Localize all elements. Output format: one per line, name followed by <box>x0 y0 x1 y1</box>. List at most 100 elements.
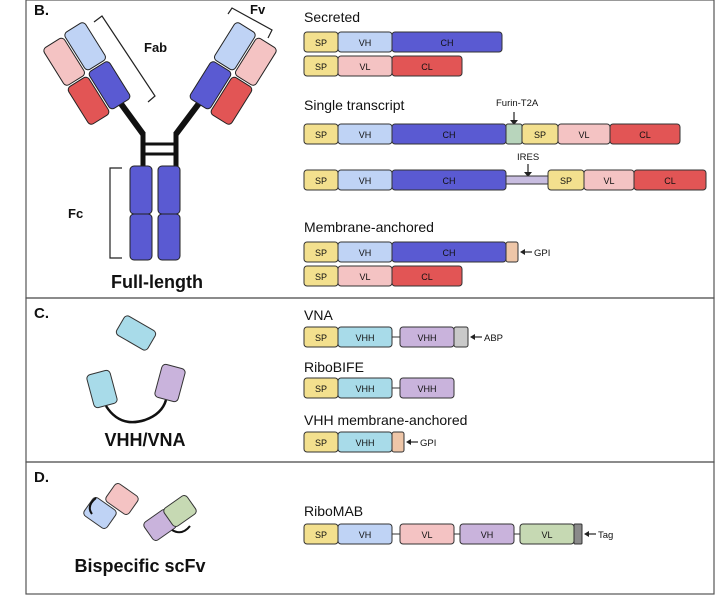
secreted-light-construct <box>303 55 463 77</box>
sp-text: SP <box>315 438 327 448</box>
gpi-label: GPI <box>534 248 550 259</box>
panel-frames <box>25 0 715 595</box>
vhh-membrane-construct <box>303 431 405 453</box>
fc-bracket <box>109 167 122 259</box>
vhh-text-2: VHH <box>417 333 436 343</box>
gpi-domain <box>391 431 405 453</box>
gpi-arrowhead <box>406 439 411 445</box>
left-vh <box>64 22 106 71</box>
sp-text: SP <box>315 248 327 258</box>
gpi-domain <box>505 241 519 263</box>
fc-right-lower <box>157 213 181 261</box>
cl-text: CL <box>421 62 433 72</box>
vl-text-2: VL <box>541 530 552 540</box>
furin-label: Furin-T2A <box>496 98 539 109</box>
ribomab-construct <box>303 523 583 545</box>
vhh-vna-caption: VHH/VNA <box>104 430 185 450</box>
vna-vhh-right <box>154 363 186 403</box>
tag-domain <box>573 523 583 545</box>
scfv1-linker <box>88 497 97 515</box>
scfv2-vl <box>163 495 197 527</box>
scfv2-linker <box>171 525 191 534</box>
left-vl <box>43 37 85 86</box>
single-transcript-ires-construct <box>303 169 707 191</box>
sp-text: SP <box>315 333 327 343</box>
ch-text: CH <box>443 176 456 186</box>
left-cl <box>67 76 110 125</box>
secreted-title: Secreted <box>304 9 360 25</box>
fab-label: Fab <box>144 40 167 55</box>
cl-text: CL <box>421 272 433 282</box>
gpi-label: GPI <box>420 438 436 449</box>
cl-domain <box>633 169 707 191</box>
right-cl <box>210 76 253 125</box>
sp-text: SP <box>315 130 327 140</box>
sp-text: SP <box>315 272 327 282</box>
abp-label: ABP <box>484 333 503 344</box>
vl-text: VL <box>603 176 614 186</box>
sp-text: SP <box>315 176 327 186</box>
vhh-text-2: VHH <box>417 384 436 394</box>
membrane-anchored-title: Membrane-anchored <box>304 219 434 235</box>
panel-b-label: B. <box>34 2 49 19</box>
cl-domain <box>391 265 463 287</box>
membrane-light-construct <box>303 265 463 287</box>
right-vl <box>235 37 277 86</box>
fc-left-lower <box>129 213 153 261</box>
sp-text: SP <box>315 384 327 394</box>
cl-domain <box>391 55 463 77</box>
full-length-antibody <box>43 22 277 261</box>
fc-label: Fc <box>68 206 83 221</box>
tag-label: Tag <box>598 530 613 541</box>
panel-c-label: C. <box>34 305 49 322</box>
right-ch1 <box>189 61 232 110</box>
sp-text: SP <box>315 530 327 540</box>
vh-text: VH <box>359 248 372 258</box>
ires-label: IRES <box>517 152 539 163</box>
vhh-monomer <box>115 315 157 351</box>
vh-text-2: VH <box>481 530 494 540</box>
panel-d-label: D. <box>34 469 49 486</box>
ribomab-title: RiboMAB <box>304 503 363 519</box>
ch-domain <box>391 31 503 53</box>
ires-arrowhead <box>524 172 532 177</box>
vhh-text: VHH <box>355 438 374 448</box>
vl-text: VL <box>359 272 370 282</box>
sp-text: SP <box>315 38 327 48</box>
furin-arrowhead <box>510 120 518 125</box>
scfv1-vh <box>83 497 117 529</box>
vna-vhh-left <box>86 369 118 409</box>
fv-label: Fv <box>250 2 266 17</box>
vhh-membrane-title: VHH membrane-anchored <box>304 412 467 428</box>
tag-arrowhead <box>584 531 589 537</box>
gpi-arrowhead <box>520 249 525 255</box>
vhh-text: VHH <box>355 333 374 343</box>
left-fab <box>43 22 131 125</box>
ires-domain <box>505 175 549 185</box>
right-vh <box>214 22 256 71</box>
fc-left-upper <box>129 165 153 215</box>
right-fab <box>189 22 277 125</box>
vhh-vna-illustration <box>86 315 186 424</box>
furin-t2a-domain <box>505 123 523 145</box>
cl-text: CL <box>664 176 676 186</box>
vl-text: VL <box>421 530 432 540</box>
sp-text: SP <box>560 176 572 186</box>
vna-linker <box>104 399 168 424</box>
secreted-heavy-construct <box>303 31 503 53</box>
vna-construct <box>303 326 469 348</box>
ribobife-title: RiboBIFE <box>304 359 364 375</box>
vhh-text: VHH <box>355 384 374 394</box>
ribobife-construct <box>303 377 455 399</box>
membrane-heavy-construct <box>303 241 519 263</box>
scfv1-vl <box>105 483 139 515</box>
panel-d-frame <box>25 461 715 595</box>
fab-bracket <box>93 15 156 103</box>
bispecific-scfv-caption: Bispecific scFv <box>74 556 205 576</box>
sp-text: SP <box>315 62 327 72</box>
vl-text: VL <box>578 130 589 140</box>
fc-right-upper <box>157 165 181 215</box>
ch-text: CH <box>441 38 454 48</box>
abp-domain <box>453 326 469 348</box>
